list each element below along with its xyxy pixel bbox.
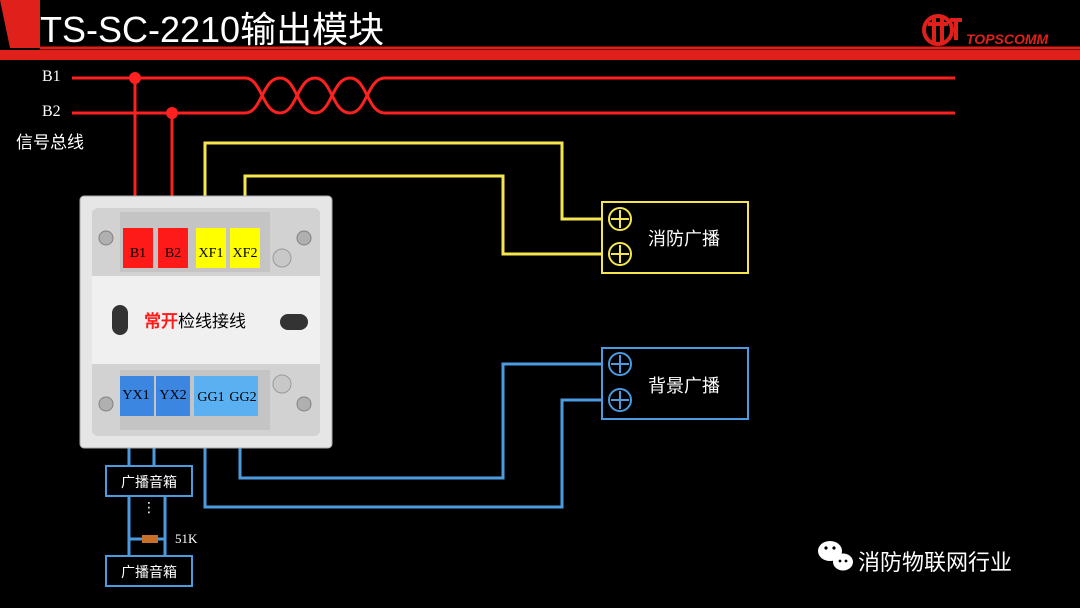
header-accent xyxy=(0,0,40,48)
speaker-label-top: 广播音箱 xyxy=(121,475,177,491)
b1-junction xyxy=(129,72,141,84)
fire-broadcast-box xyxy=(601,201,749,274)
header-band xyxy=(0,50,1080,60)
bus-caption: 信号总线 xyxy=(16,133,84,153)
topscomm-logo-icon xyxy=(922,14,962,46)
brand-name: TOPSCOMM xyxy=(966,31,1049,47)
fire-broadcast-wires xyxy=(203,141,602,256)
speaker-box-top xyxy=(105,465,193,497)
terminal-xf2: XF2 xyxy=(232,246,258,261)
page-title: TS-SC-2210输出模块 xyxy=(40,9,385,50)
speaker-wires xyxy=(127,448,167,555)
mode-text: 检线接线 xyxy=(178,312,246,332)
signal-bus xyxy=(72,76,955,196)
terminal-xf1: XF1 xyxy=(198,246,224,261)
terminal-b2: B2 xyxy=(164,246,182,261)
terminal-yx2: YX2 xyxy=(159,388,187,403)
terminal-b1: B1 xyxy=(129,246,147,261)
bus-b1-label: B1 xyxy=(42,68,61,85)
speaker-box-bottom xyxy=(105,555,193,587)
speaker-label-bottom: 广播音箱 xyxy=(121,565,177,581)
module-mode-label: 常开检线接线 xyxy=(144,307,246,332)
speaker-ellipsis: ⋮ xyxy=(142,500,156,516)
output-module xyxy=(79,195,333,449)
background-broadcast-label: 背景广播 xyxy=(648,376,720,397)
screw-terminal-icon xyxy=(608,207,632,266)
resistor-51k xyxy=(142,535,158,543)
screw-terminal-icon xyxy=(608,352,632,412)
bus-b2-label: B2 xyxy=(42,103,61,120)
watermark-text: 消防物联网行业 xyxy=(858,551,1013,576)
b2-junction xyxy=(166,107,178,119)
terminal-gg2: GG2 xyxy=(229,390,257,405)
background-broadcast-wires xyxy=(203,362,602,509)
mode-highlight: 常开 xyxy=(144,312,178,332)
terminal-gg1: GG1 xyxy=(197,390,225,405)
resistor-label: 51K xyxy=(175,531,198,546)
fire-broadcast-label: 消防广播 xyxy=(648,229,720,250)
background-broadcast-box xyxy=(601,347,749,420)
wechat-icon xyxy=(818,541,853,571)
terminal-yx1: YX1 xyxy=(122,388,150,403)
